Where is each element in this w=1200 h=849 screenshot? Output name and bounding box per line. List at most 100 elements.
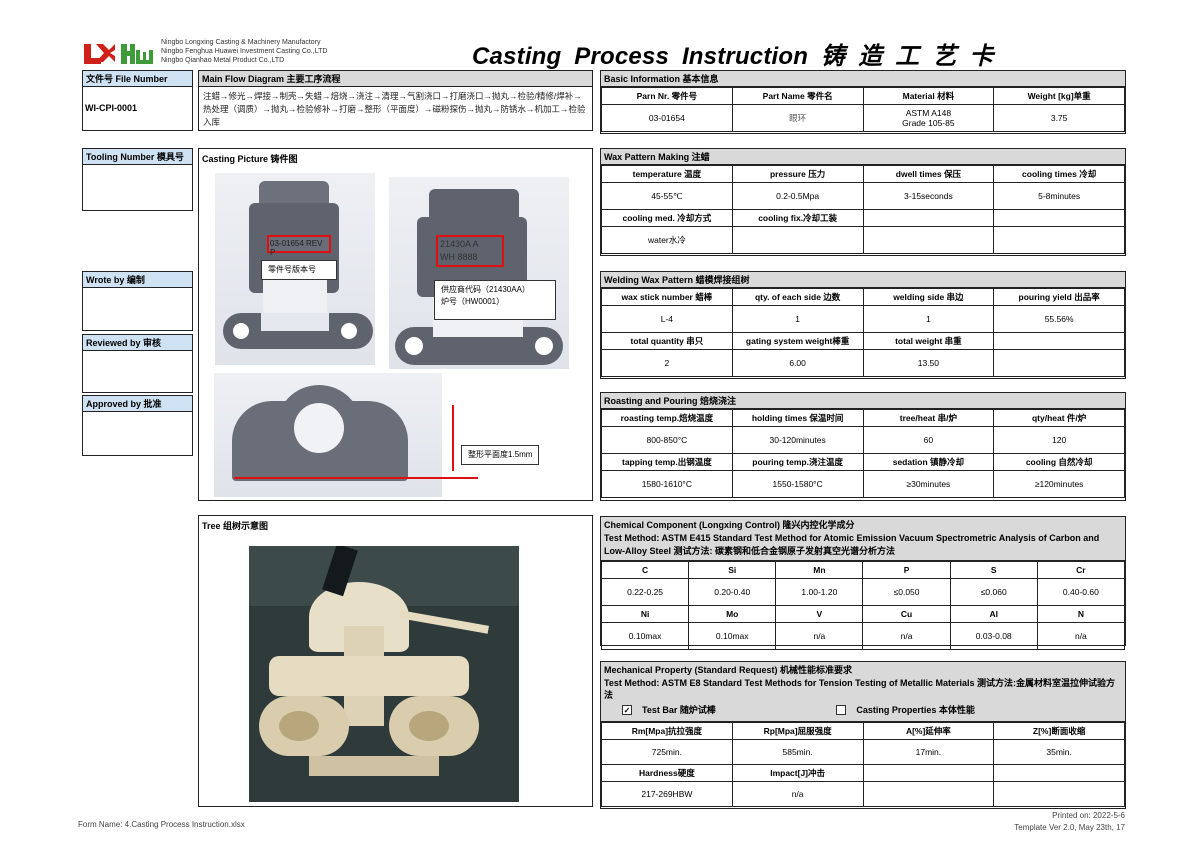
value-cell: 5-8minutes bbox=[993, 182, 1125, 210]
value-cell: 2 bbox=[601, 349, 733, 377]
main-flow-text: 注蜡→修光→焊接→制壳→失蜡→焙烧→浇注→清理→气割浇口→打磨浇口→抛丸→检验/… bbox=[203, 91, 586, 127]
value-cell: ≥120minutes bbox=[993, 470, 1125, 498]
file-number-box: 文件号 File Number WI-CPI-0001 bbox=[82, 70, 193, 131]
header-cell: welding side 串边 bbox=[862, 288, 995, 306]
mechanical-method: Test Method: ASTM E8 Standard Test Metho… bbox=[604, 677, 1116, 701]
col-part-number: Parn Nr. 零件号 bbox=[601, 87, 733, 105]
logo-hw bbox=[120, 42, 156, 66]
header-cell: C bbox=[600, 561, 690, 579]
casting-picture-box: Casting Picture 铸件图 03-01654 REV P 零件号版本… bbox=[198, 148, 593, 501]
tooling-number-box: Tooling Number 模具号 bbox=[82, 148, 193, 211]
tree-label: Tree 组树示意图 bbox=[202, 521, 269, 531]
chemical-label: Chemical Component (Longxing Control) 隆兴… bbox=[604, 520, 855, 530]
value-cell: 1580-1610°C bbox=[601, 470, 733, 498]
casting-picture-label: Casting Picture 铸件图 bbox=[202, 154, 298, 164]
main-flow-label: Main Flow Diagram 主要工序流程 bbox=[199, 71, 592, 87]
value-cell: 120 bbox=[993, 426, 1125, 454]
header-cell: dwell times 保压 bbox=[862, 165, 995, 183]
header-cell: Mo bbox=[688, 605, 777, 623]
value-cell: 725min. bbox=[601, 739, 733, 765]
value-cell bbox=[862, 781, 995, 807]
header-cell: tree/heat 串/炉 bbox=[862, 409, 995, 427]
header-cell: Z[%]断面收缩 bbox=[993, 722, 1125, 740]
header-cell: cooling 自然冷却 bbox=[993, 453, 1125, 471]
header-cell: cooling times 冷却 bbox=[993, 165, 1125, 183]
tooling-number-label: Tooling Number 模具号 bbox=[83, 149, 192, 165]
value-cell: 30-120minutes bbox=[731, 426, 864, 454]
header-cell: V bbox=[775, 605, 864, 623]
value-cell: 60 bbox=[862, 426, 995, 454]
col-material: Material 材料 bbox=[862, 87, 995, 105]
header-cell bbox=[993, 332, 1125, 350]
value-cell: ≤0.060 bbox=[949, 578, 1038, 606]
header-cell: total quantity 串只 bbox=[601, 332, 733, 350]
header-cell: S bbox=[949, 561, 1038, 579]
value-cell: 45-55℃ bbox=[601, 182, 733, 210]
chemical-header: Chemical Component (Longxing Control) 隆兴… bbox=[601, 517, 1125, 561]
part-name: 眼环 bbox=[731, 104, 864, 132]
header-cell: cooling fix.冷却工装 bbox=[731, 209, 864, 227]
header-cell: pressure 压力 bbox=[731, 165, 864, 183]
value-cell: ≥30minutes bbox=[862, 470, 995, 498]
header-cell: Rp[Mpa]屈服强度 bbox=[731, 722, 864, 740]
reviewed-by-label: Reviewed by 审核 bbox=[83, 335, 192, 351]
value-cell: 13.50 bbox=[862, 349, 995, 377]
header-cell: total weight 串重 bbox=[862, 332, 995, 350]
wax-label: Wax Pattern Making 注蜡 bbox=[601, 149, 1125, 165]
value-cell bbox=[993, 349, 1125, 377]
value-cell: 17min. bbox=[862, 739, 995, 765]
form-name: Form Name: 4.Casting Process Instruction… bbox=[78, 820, 245, 829]
header-cell: qty. of each side 边数 bbox=[731, 288, 864, 306]
value-cell: n/a bbox=[862, 622, 951, 650]
company-names: Ningbo Longxing Casting & Machinery Manu… bbox=[161, 38, 327, 65]
company-2: Ningbo Fenghua Huawei Investment Casting… bbox=[161, 48, 328, 55]
basic-info-label: Basic Information 基本信息 bbox=[601, 71, 1125, 87]
heat-number-note-line: 炉号（HW0001） bbox=[441, 297, 505, 306]
header-cell: sedation 镇静冷却 bbox=[862, 453, 995, 471]
company-3: Ningbo Qianhao Metal Product Co.,LTD bbox=[161, 57, 285, 64]
value-cell bbox=[993, 781, 1125, 807]
header-cell: Si bbox=[688, 561, 777, 579]
welding-label: Welding Wax Pattern 蜡模焊接组树 bbox=[601, 272, 1125, 288]
header-cell: cooling med. 冷却方式 bbox=[601, 209, 733, 227]
header-cell bbox=[862, 764, 995, 782]
test-bar-checkbox[interactable]: ✓ bbox=[622, 705, 632, 716]
value-cell: 0.03-0.08 bbox=[949, 622, 1038, 650]
value-cell: 0.40-0.60 bbox=[1036, 578, 1126, 606]
value-cell: 0.10max bbox=[600, 622, 690, 650]
header-cell: Ni bbox=[600, 605, 690, 623]
mechanical-header: Mechanical Property (Standard Request) 机… bbox=[601, 662, 1125, 722]
wrote-by-box: Wrote by 编制 bbox=[82, 271, 193, 331]
casting-properties-checkbox[interactable] bbox=[836, 705, 847, 716]
header-cell bbox=[993, 764, 1125, 782]
header-cell: gating system weight棒重 bbox=[731, 332, 864, 350]
value-cell: n/a bbox=[775, 622, 864, 650]
approved-by-label: Approved by 批准 bbox=[83, 396, 192, 412]
header-cell: Al bbox=[949, 605, 1038, 623]
header-cell: P bbox=[862, 561, 951, 579]
header-cell: roasting temp.焙烧温度 bbox=[601, 409, 733, 427]
value-cell bbox=[993, 226, 1125, 254]
value-cell: n/a bbox=[731, 781, 864, 807]
casting-image-back bbox=[389, 177, 569, 369]
part-number: 03-01654 bbox=[601, 104, 733, 132]
mechanical-box: Mechanical Property (Standard Request) 机… bbox=[600, 661, 1126, 809]
wrote-by-label: Wrote by 编制 bbox=[83, 272, 192, 288]
header-cell: qty/heat 件/炉 bbox=[993, 409, 1125, 427]
header-cell: A[%]延伸率 bbox=[862, 722, 995, 740]
value-cell: water水冷 bbox=[601, 226, 733, 254]
supplier-code-line: 21430A A bbox=[440, 239, 479, 249]
